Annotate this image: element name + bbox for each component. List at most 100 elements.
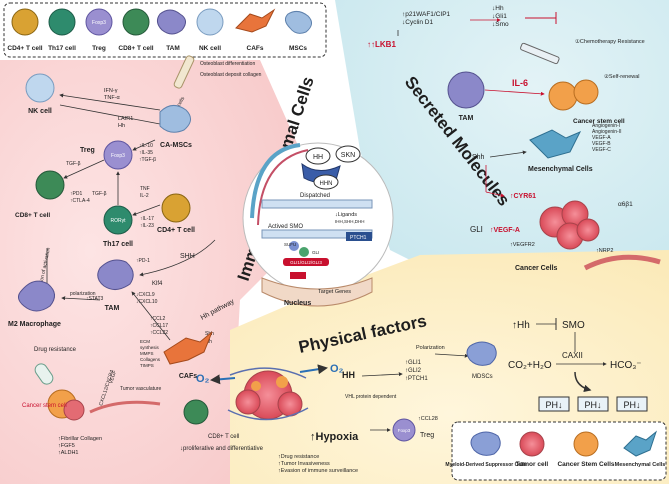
sec-cancer-stem-cell-label: Cancer stem cell	[573, 118, 625, 125]
legend-csc-label: Cancer Stem Cells	[557, 461, 614, 468]
phys-foxp3-label: Foxp3	[398, 428, 411, 433]
vessel-icon	[583, 254, 661, 271]
ptch1-bar	[346, 232, 372, 241]
dispatched-label: Dispatched	[300, 193, 330, 199]
chemo-label: ①Chemotherapy Resistance	[575, 38, 645, 45]
osteoblast-dep-label: Osteoblast deposit collagen	[200, 72, 262, 78]
mdscs-label: MDSCs	[472, 374, 493, 380]
mesenchymal-label: Mesenchymal Cells	[528, 166, 593, 173]
treg-cell-icon	[103, 140, 133, 170]
ihh-label: Ihh	[205, 339, 212, 345]
th17-cell-icon	[103, 205, 133, 235]
cyclin-label: ↓Cyclin D1	[402, 19, 433, 26]
ca-mscs-label: CA-MSCs	[160, 142, 192, 149]
sufu-icon	[289, 241, 299, 251]
shh-label: SHH	[180, 253, 195, 260]
legend-cd8-icon	[122, 8, 150, 36]
tumor-cell-icon	[63, 399, 85, 421]
ph-box-0	[538, 396, 570, 412]
legend-mesenchymal-icon	[623, 430, 658, 457]
top-legend-cells: Foxp3 CD4+ T cell Th17 cell Treg CD8+ T …	[7, 8, 312, 52]
ph-box-2	[616, 396, 648, 412]
legend-label-cafs: CAFs	[247, 45, 264, 52]
tgfb2-label: TGF-β	[92, 191, 107, 197]
fibrillar-label: ↑Fibrillar Collagen	[58, 436, 102, 442]
drug-resistance-label: Drug resistance	[34, 347, 77, 353]
ph-label-1: PH↓	[584, 400, 601, 410]
sufu-label: SUFU	[284, 242, 296, 247]
ligands-label: ↓Ligands	[335, 212, 357, 218]
bottom-legend-box	[451, 421, 667, 481]
secreted-section: ↑↑LKB1 ↑p21WAF1/CIP1 ↓Cyclin D1 ↓Hh ↓Gli…	[367, 5, 661, 272]
tgfb-up-label: ↑TGF-β	[139, 157, 156, 163]
ph-box-1	[577, 396, 609, 412]
il6-label: IL-6	[512, 78, 528, 88]
th17-label: Th17 cell	[103, 241, 133, 248]
mesenchymal-icon	[529, 129, 582, 159]
immune-section: NK cell IFN-γ TNF-α LAIR1 Hh Bone cells …	[8, 55, 262, 456]
legend-mdsc-label: Myeloid-Derived Suppressor Cells	[445, 462, 526, 468]
ecm-line-3: Collagens	[140, 357, 161, 362]
legend-label-th17: Th17 cell	[48, 45, 76, 52]
center-hhn-label: HHN	[320, 181, 333, 187]
treg-foxp3-label: Foxp3	[111, 153, 125, 159]
center-pathway: HH SKN HHN Dispatched ↓Ligands IHH,SHH,D…	[242, 142, 394, 307]
ligands-list-label: IHH,SHH,DHH	[335, 219, 365, 224]
lkb1-label: ↑↑LKB1	[367, 40, 396, 49]
vegfa-label: ↑VEGF-A	[490, 227, 520, 234]
hh-up-label: ↑Hh	[512, 320, 530, 331]
cancer-cells-label: Cancer Cells	[515, 265, 558, 272]
treg-label: Treg	[80, 147, 95, 154]
p21-label: ↑p21WAF1/CIP1	[402, 11, 451, 18]
angiogenin-4: VEGF-C	[592, 147, 611, 153]
target-genes-label: Target Genes	[318, 289, 351, 295]
o2-left-label: O₂	[196, 373, 210, 385]
outcome-0: ↑Drug resistance	[278, 454, 319, 460]
ifn-label: IFN-γ	[104, 88, 118, 94]
legend-csc-icon	[573, 431, 599, 457]
legend-tam-icon	[156, 9, 186, 35]
cd8-label: CD8+ T cell	[15, 212, 50, 219]
angiogenin-0: Angiogenin-I	[592, 123, 620, 129]
il2-label: IL-2	[140, 193, 149, 199]
ptch1-label: PTCH1	[350, 235, 367, 241]
ctla4-label: ↑CTLA-4	[70, 198, 90, 204]
hco3-label: HCO₃⁻	[610, 360, 642, 371]
outcome-1: ↑Tumor Invasiveness	[278, 461, 330, 467]
phys-treg-icon	[392, 418, 416, 442]
il35-label: ↑IL-35	[139, 150, 153, 156]
syringe-icon	[520, 42, 560, 65]
tnf-label: TNF-α	[104, 95, 121, 101]
legend-label-cd4: CD4+ T cell	[7, 45, 42, 52]
cafs-label: CAFs	[179, 373, 197, 380]
ph-label-2: PH↓	[623, 400, 640, 410]
legend-label-tam: TAM	[166, 45, 180, 52]
polarization-label: polarization	[70, 291, 96, 297]
legend-label-nk: NK cell	[199, 45, 221, 52]
skn-bubble	[335, 145, 361, 163]
ecm-line-1: synthesis	[140, 345, 160, 350]
center-gli-label: GLI	[312, 250, 319, 255]
smo-label: Actived SMO	[268, 224, 303, 230]
vegfr2-label: ↑VEGFR2	[510, 242, 535, 248]
m2-label: M2 Macrophage	[8, 321, 61, 328]
hypoxic-tumor	[227, 367, 309, 421]
phys-polarization-label: Polarization	[416, 345, 445, 351]
capsule-icon	[34, 363, 54, 385]
nrp2-label: ↑NRP2	[596, 248, 613, 254]
il23-label: ↑IL-23	[140, 223, 154, 229]
tgfb1-label: TGF-β	[66, 161, 81, 167]
gli-active-bar	[283, 258, 329, 266]
sec-hh-label: ↓Hh	[492, 5, 504, 12]
ccl28-label: ↑CCL28	[418, 416, 438, 422]
legend-th17-icon	[48, 8, 76, 36]
cyr61-label: ↑CYR61	[510, 193, 536, 200]
co2-label: CO₂+H₂O	[508, 360, 552, 371]
gli-active-label: GLI1/GLI2/GLI3	[290, 260, 322, 265]
a6b1-label: α6β1	[618, 201, 633, 208]
bottom-legend-cells: Myeloid-Derived Suppressor Cells Tumor c…	[445, 430, 665, 468]
legend-mdsc-icon	[470, 431, 501, 456]
cancer-stem-cell-label: Cancer stem cell	[22, 403, 67, 409]
cafs-icon	[163, 331, 213, 365]
sec-gli-label: GLI	[470, 225, 483, 234]
